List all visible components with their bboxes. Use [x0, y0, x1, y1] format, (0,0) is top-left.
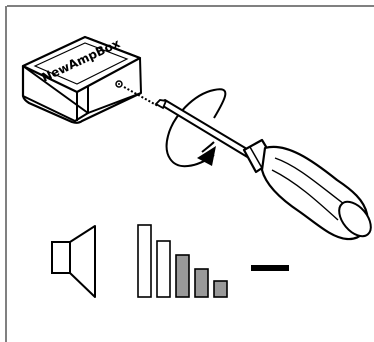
speaker-icon	[52, 226, 95, 297]
minus-icon	[251, 265, 289, 271]
volume-bar	[176, 255, 189, 297]
volume-bar	[214, 281, 227, 297]
volume-meter	[138, 225, 227, 297]
rotate-arrow-icon	[167, 89, 226, 166]
screwdriver-icon	[156, 100, 374, 242]
volume-bar	[138, 225, 151, 297]
volume-bar	[157, 241, 170, 297]
amplifier-box-icon	[23, 37, 141, 123]
volume-bar	[195, 269, 208, 297]
